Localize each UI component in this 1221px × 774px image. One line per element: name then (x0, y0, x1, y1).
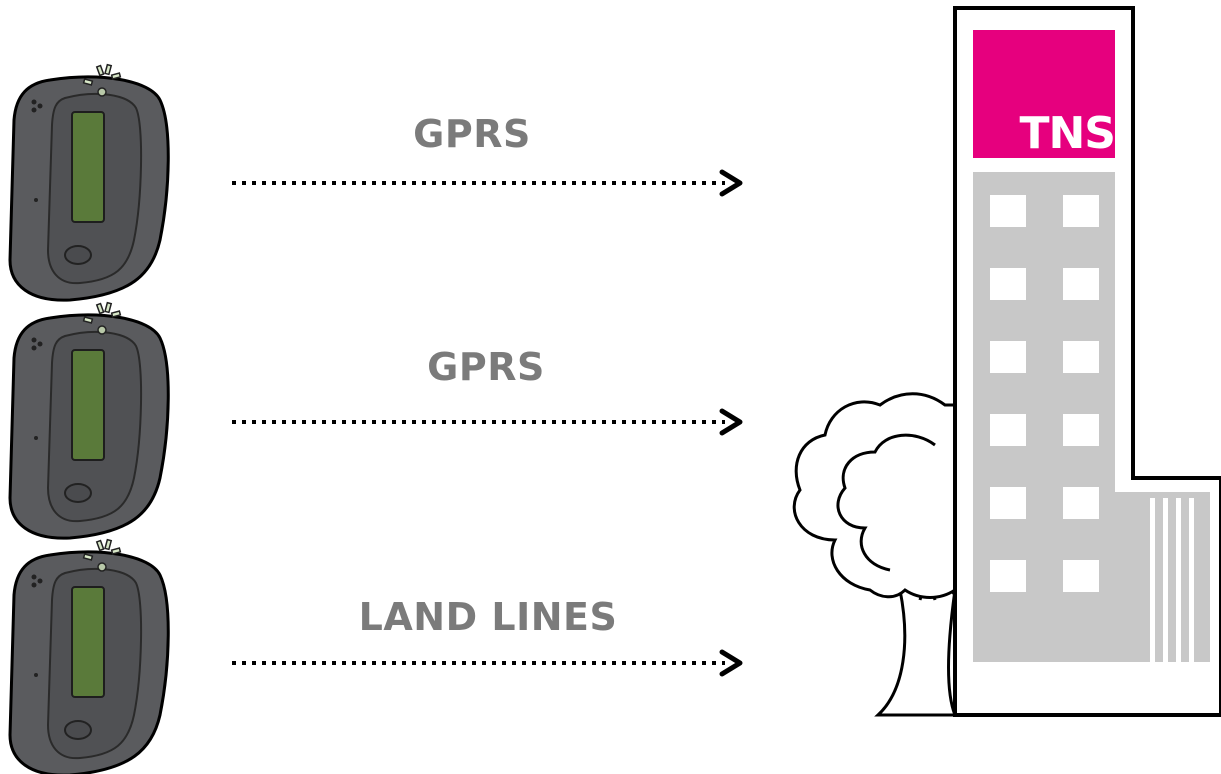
tree-icon (792, 392, 958, 717)
building (953, 6, 1221, 717)
brand-logo-text: TNS (1019, 108, 1116, 159)
arrow-3 (232, 649, 743, 677)
connection-label-1: GPRS (413, 112, 531, 156)
arrow-2 (232, 408, 743, 436)
arrow-1 (232, 169, 743, 197)
meter-device-1 (8, 63, 170, 302)
meter-device-2 (8, 301, 170, 540)
brand-sign (973, 30, 1115, 158)
meter-device-3 (8, 538, 170, 774)
connection-label-2: GPRS (427, 345, 545, 389)
connection-label-3: LAND LINES (358, 595, 618, 639)
